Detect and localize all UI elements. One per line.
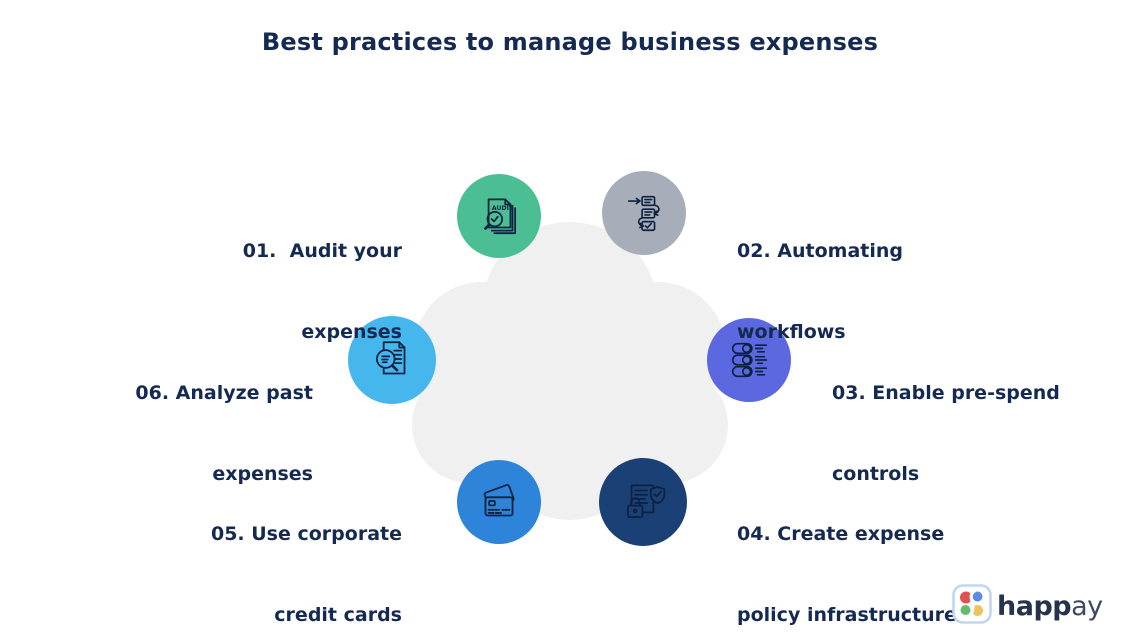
label-line: 01. Audit your [242,240,402,262]
label-audit-expenses: 01. Audit your expenses [243,184,402,400]
label-prespend-controls: 03. Enable pre-spend controls [832,326,1060,542]
label-line: workflows [737,321,846,343]
cloud-background [412,222,728,520]
label-analyze-expenses: 06. Analyze past expenses [135,326,313,542]
circle-audit-expenses: AUDIT [457,174,541,258]
label-line: policy infrastructure [737,604,957,626]
label-corporate-cards: 05. Use corporate credit cards [211,467,402,638]
circle-prespend-controls [707,318,791,402]
happay-logo-text: happay [997,591,1103,622]
policy-security-icon [618,477,668,527]
analyze-document-icon [367,335,417,385]
logo-text-bold: happ [997,590,1072,622]
label-line: expenses [301,321,402,343]
circle-automating-workflows [602,171,686,255]
label-line: 04. Create expense [737,523,945,545]
label-expense-policy: 04. Create expense policy infrastructure [737,467,957,638]
page-title: Best practices to manage business expens… [261,28,879,56]
logo-text-light: ay [1071,590,1103,622]
audit-document-icon: AUDIT [474,191,524,241]
label-line: controls [832,463,920,485]
label-line: expenses [212,463,313,485]
happay-logo: happay [952,584,1103,628]
label-automating-workflows: 02. Automating workflows [737,184,903,400]
circle-expense-policy [599,458,687,546]
label-line: 02. Automating [737,240,903,262]
circle-analyze-expenses [348,316,436,404]
toggle-controls-icon [726,337,772,383]
happay-logo-icon [952,584,992,628]
label-line: 05. Use corporate [210,523,402,545]
workflow-automation-icon [621,190,667,236]
svg-text:AUDIT: AUDIT [492,205,514,212]
label-line: 03. Enable pre-spend [832,382,1060,404]
label-line: 06. Analyze past [135,382,313,404]
circle-corporate-cards [457,460,541,544]
label-line: credit cards [274,604,402,626]
credit-cards-icon [474,477,524,527]
